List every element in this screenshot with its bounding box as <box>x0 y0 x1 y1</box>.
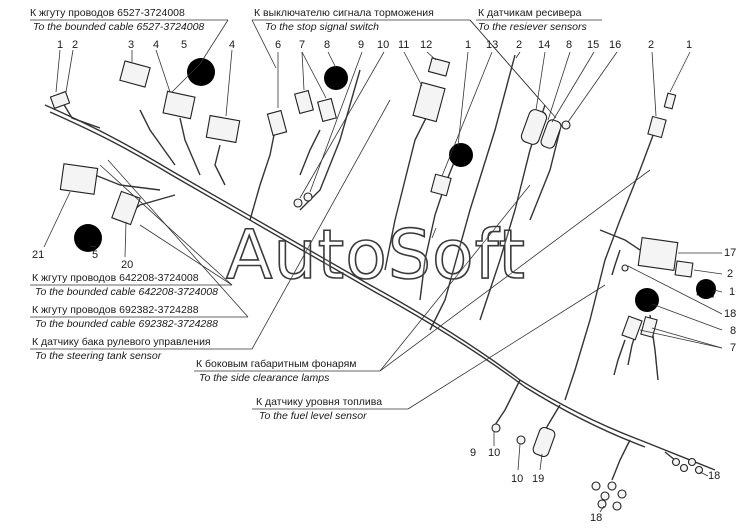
fuel-sensor-19 <box>532 426 556 458</box>
connector-17 <box>637 237 679 271</box>
main-trunk-2 <box>49 111 646 448</box>
callout-number: 9 <box>470 447 477 459</box>
terminal-9-10 <box>293 198 303 208</box>
connector-4b <box>205 114 241 144</box>
callout-number: 18 <box>724 308 737 320</box>
label-stop-ru: К выключателю сигнала торможения <box>254 7 434 19</box>
callout-number: 12 <box>420 39 433 51</box>
callout-number: 2 <box>72 39 79 51</box>
callout-number: 4 <box>153 39 160 51</box>
callout-number: 8 <box>324 39 331 51</box>
callout-number: 6 <box>275 39 282 51</box>
callout-number: 21 <box>32 249 45 261</box>
callout-number: 4 <box>229 39 236 51</box>
label-cable-692382-ru: К жгуту проводов 692382-3724288 <box>32 304 199 316</box>
stop-switch-connector-c <box>316 97 338 123</box>
terminal-16 <box>561 120 571 130</box>
terminal-10-a <box>491 423 501 433</box>
callout-number: 8 <box>730 325 737 337</box>
connector-mid <box>430 173 452 197</box>
callout-number: 10 <box>377 39 390 51</box>
label-lamps-ru: К боковым габаритным фонарям <box>196 358 357 370</box>
watermark: AutoSoft <box>225 216 527 295</box>
callout-number: 5 <box>92 249 99 261</box>
label-steering-ru: К датчику бака рулевого управления <box>32 336 211 348</box>
callout-number: 14 <box>538 39 551 51</box>
label-fuel-en: To the fuel level sensor <box>259 410 367 422</box>
callout-number: 20 <box>121 259 134 271</box>
connector-2-left <box>49 90 71 110</box>
callout-number: 15 <box>587 39 600 51</box>
callout-number: 17 <box>724 247 737 259</box>
terminal-10-b <box>516 435 526 445</box>
callout-number: 1 <box>686 39 693 51</box>
connector-4a <box>162 90 196 120</box>
callout-number: 2 <box>727 268 734 280</box>
callout-number: 2 <box>516 39 523 51</box>
callout-number: 9 <box>358 39 365 51</box>
stop-switch-connector-b <box>293 89 315 115</box>
callout-number: 7 <box>730 342 737 354</box>
callout-number: 18 <box>708 470 721 482</box>
label-cable-692382-en: To the bounded cable 692382-3724288 <box>35 318 218 330</box>
label-receiver-ru: К датчикам ресивера <box>478 7 582 19</box>
callout-number: 7 <box>299 39 306 51</box>
connector-1-right <box>663 92 677 110</box>
connector-12 <box>427 57 451 77</box>
terminal-group-18-bottom <box>591 481 627 511</box>
lamp-connector-7b <box>640 316 658 338</box>
callout-number: 1 <box>465 39 472 51</box>
callout-number: 11 <box>398 39 410 51</box>
sensor-14 <box>520 109 548 145</box>
callout-number: 8 <box>566 39 573 51</box>
terminal-18-right <box>621 264 629 272</box>
callout-number: 1 <box>57 39 64 51</box>
sensor-15 <box>540 119 562 149</box>
lamp-connector-7 <box>621 315 643 341</box>
label-stop-en: To the stop signal switch <box>265 21 380 33</box>
connector-3 <box>119 60 151 88</box>
stop-switch-connector-a <box>266 109 288 137</box>
label-cable-642208-ru: К жгуту проводов 642208-3724008 <box>32 272 199 284</box>
callout-number: 3 <box>128 39 135 51</box>
connector-11 <box>412 81 446 123</box>
callout-number: 19 <box>532 473 545 485</box>
label-lamps-en: To the side clearance lamps <box>199 372 330 384</box>
label-cable-6527-ru: К жгуту проводов 6527-3724008 <box>30 7 185 19</box>
callout-number: 5 <box>181 39 188 51</box>
connector-20 <box>111 190 141 226</box>
callout-number: 10 <box>511 473 524 485</box>
callout-number: 10 <box>488 447 501 459</box>
connector-2-right <box>647 115 667 139</box>
label-receiver-en: To the resiever sensors <box>478 21 587 33</box>
connector-21 <box>59 163 99 195</box>
callout-number: 16 <box>609 39 622 51</box>
label-steering-en: To the steering tank sensor <box>35 350 162 362</box>
label-cable-6527-en: To the bounded cable 6527-3724008 <box>33 21 205 33</box>
label-cable-642208-en: To the bounded cable 642208-3724008 <box>35 286 218 298</box>
main-trunk <box>44 104 716 471</box>
terminal-9-10-b <box>303 192 313 202</box>
connector-2-lower <box>674 260 694 278</box>
callout-number: 18 <box>590 512 603 524</box>
callout-number: 2 <box>648 39 655 51</box>
label-fuel-ru: К датчику уровня топлива <box>256 396 383 408</box>
callout-number: 1 <box>729 286 736 298</box>
callout-number: 13 <box>486 39 499 51</box>
terminal-group-18-right <box>671 457 704 475</box>
